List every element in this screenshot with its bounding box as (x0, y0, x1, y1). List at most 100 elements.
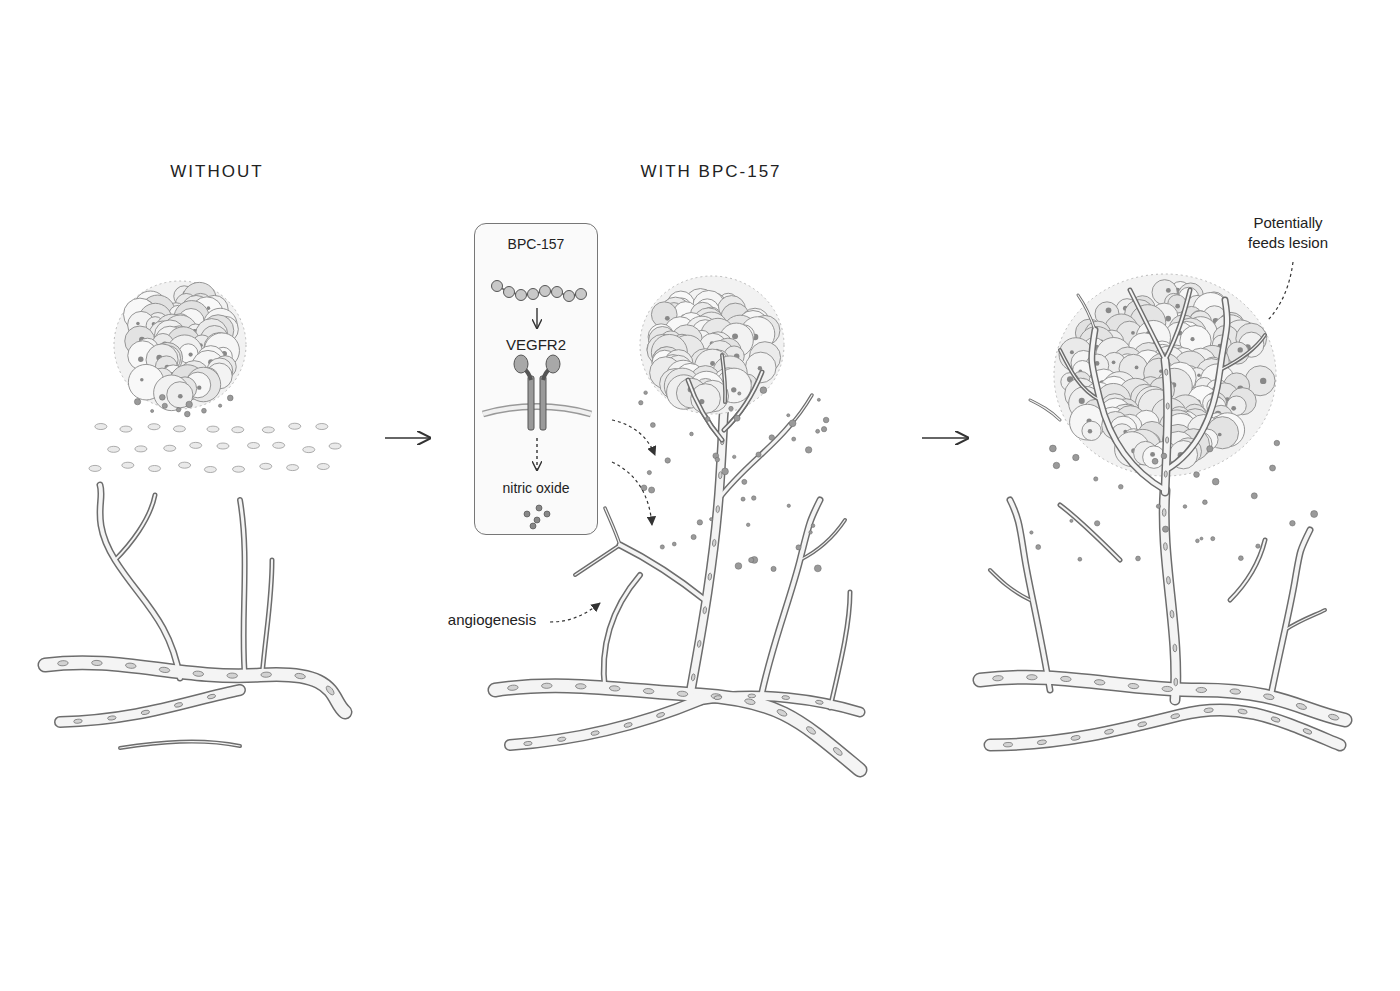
blood-vessels (45, 485, 345, 748)
endothelial-nucleus (1173, 644, 1177, 652)
endothelial-nucleus (541, 683, 552, 688)
amino-acid-bead (516, 290, 527, 301)
particle (639, 401, 643, 405)
endothelial-nucleus (261, 672, 272, 678)
lesion-halo (640, 276, 784, 414)
cell-nucleus (178, 394, 183, 399)
endothelial-nucleus (714, 695, 722, 700)
particle (715, 457, 720, 462)
vessel-lumen (605, 508, 620, 545)
tissue-cell (173, 426, 185, 432)
nitric-oxide-particle (524, 511, 530, 517)
vessel-lumen (100, 485, 180, 678)
cell-membrane (483, 407, 591, 415)
vessel-lumen (1030, 400, 1060, 420)
cell-nucleus (1165, 316, 1171, 322)
tissue-cell (149, 466, 161, 472)
nitric-oxide-particle (536, 505, 542, 511)
vessel-outline (1165, 360, 1168, 492)
particle (742, 479, 747, 484)
lesion-cell (167, 382, 193, 408)
particle (792, 437, 796, 441)
particle (665, 458, 670, 463)
cell-nucleus (1106, 308, 1112, 314)
particle (1207, 446, 1213, 452)
particle (1036, 545, 1041, 550)
endothelial-nucleus (1230, 688, 1241, 694)
vessel-outline (1078, 295, 1095, 330)
vessel-lumen (800, 520, 845, 560)
particle (1161, 453, 1167, 459)
lesion-halo (114, 281, 246, 409)
amino-acid-bead (528, 289, 539, 300)
vessel-outline (115, 495, 155, 560)
endothelial-nucleus (716, 505, 720, 512)
debris-dots (134, 394, 233, 416)
endothelial-nucleus (193, 671, 204, 677)
endothelial-nucleus (1162, 686, 1173, 692)
particle (690, 432, 694, 436)
vessel-lumen (240, 500, 245, 678)
particle (1256, 544, 1260, 548)
blood-vessels (1030, 290, 1265, 492)
particle (805, 447, 811, 453)
particle (159, 394, 165, 400)
vessel-lumen (1078, 295, 1095, 330)
endothelial-nucleus (712, 539, 716, 546)
vessel-lumen (688, 380, 722, 440)
cell-nucleus (1131, 331, 1135, 335)
vessel-lumen (718, 425, 790, 500)
particle (218, 404, 221, 407)
particle (732, 455, 735, 458)
vessel-lumen (1165, 360, 1168, 492)
vessel-outline (1270, 530, 1310, 700)
particle (816, 429, 820, 433)
endothelial-nucleus (1060, 676, 1071, 682)
particle (769, 435, 774, 440)
tissue-cell (164, 445, 176, 451)
receptor-head (546, 355, 560, 373)
vessel-outline (100, 485, 180, 678)
endothelial-nucleus (524, 741, 533, 746)
endothelial-nucleus (609, 685, 620, 691)
blood-vessels (688, 355, 762, 440)
endothelial-nucleus (1170, 713, 1180, 719)
endothelial-nucleus (805, 725, 816, 735)
cell-nucleus (1088, 429, 1092, 433)
particle (796, 545, 801, 550)
debris-dots (1030, 440, 1318, 561)
endothelial-nucleus (159, 667, 170, 673)
nitric-oxide-particle (544, 511, 550, 517)
particle (1094, 477, 1098, 481)
cell-nucleus (731, 387, 736, 392)
cell-nucleus (140, 378, 143, 381)
panel-arrow (385, 437, 430, 439)
endothelial-nucleus (1165, 437, 1168, 443)
cell-nucleus (732, 333, 738, 339)
particle (660, 545, 664, 549)
dashed-arrow (612, 462, 652, 525)
vessel-lumen (1220, 335, 1265, 370)
endothelial-nucleus (1166, 403, 1169, 409)
particle (151, 409, 154, 412)
endothelial-nucleus (575, 684, 586, 690)
receptor-head (514, 355, 528, 373)
endothelial-nucleus (744, 698, 755, 705)
particle (1251, 493, 1257, 499)
vessel-outline (1230, 540, 1265, 600)
particle (227, 395, 233, 401)
endothelial-nucleus (776, 708, 788, 717)
tissue-cell (303, 447, 315, 453)
lesion-cluster (114, 281, 246, 411)
tissue-cell (122, 462, 134, 468)
cell-nucleus (1112, 360, 1116, 364)
cell-nucleus (1079, 398, 1085, 404)
cell-nucleus (138, 356, 143, 361)
endothelial-nucleus (708, 573, 712, 580)
particle (176, 408, 180, 412)
vessel-lumen (1164, 490, 1176, 700)
tissue-cell (95, 424, 107, 430)
particle (1290, 520, 1296, 526)
vessel-lumen (495, 686, 860, 770)
endothelial-nucleus (677, 691, 688, 697)
